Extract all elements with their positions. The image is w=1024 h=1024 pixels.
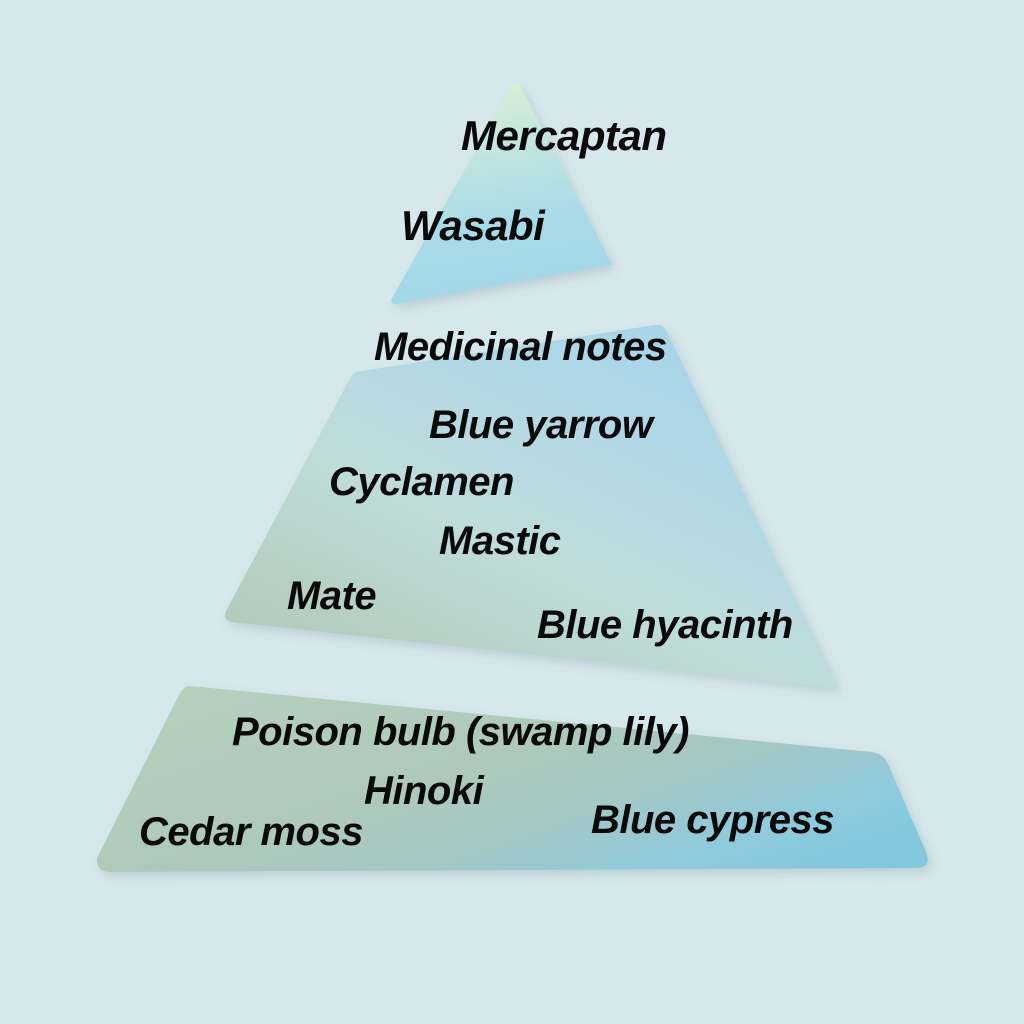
note-label-blue-hyacinth: Blue hyacinth bbox=[537, 603, 793, 647]
note-label-cyclamen: Cyclamen bbox=[329, 460, 514, 504]
note-label-mastic: Mastic bbox=[439, 519, 561, 563]
heart-notes-shape bbox=[224, 324, 838, 688]
note-label-mate: Mate bbox=[287, 574, 377, 618]
base-notes-shape bbox=[96, 686, 928, 872]
note-label-medicinal-notes: Medicinal notes bbox=[374, 325, 667, 369]
note-label-cedar-moss: Cedar moss bbox=[139, 810, 363, 854]
note-label-mercaptan: Mercaptan bbox=[461, 112, 667, 159]
top-notes-shape bbox=[391, 83, 612, 305]
note-label-blue-cypress: Blue cypress bbox=[591, 798, 835, 842]
note-label-hinoki: Hinoki bbox=[364, 769, 484, 813]
note-label-poison-bulb: Poison bulb (swamp lily) bbox=[232, 710, 689, 754]
note-label-blue-yarrow: Blue yarrow bbox=[429, 403, 653, 447]
note-label-wasabi: Wasabi bbox=[401, 202, 545, 249]
